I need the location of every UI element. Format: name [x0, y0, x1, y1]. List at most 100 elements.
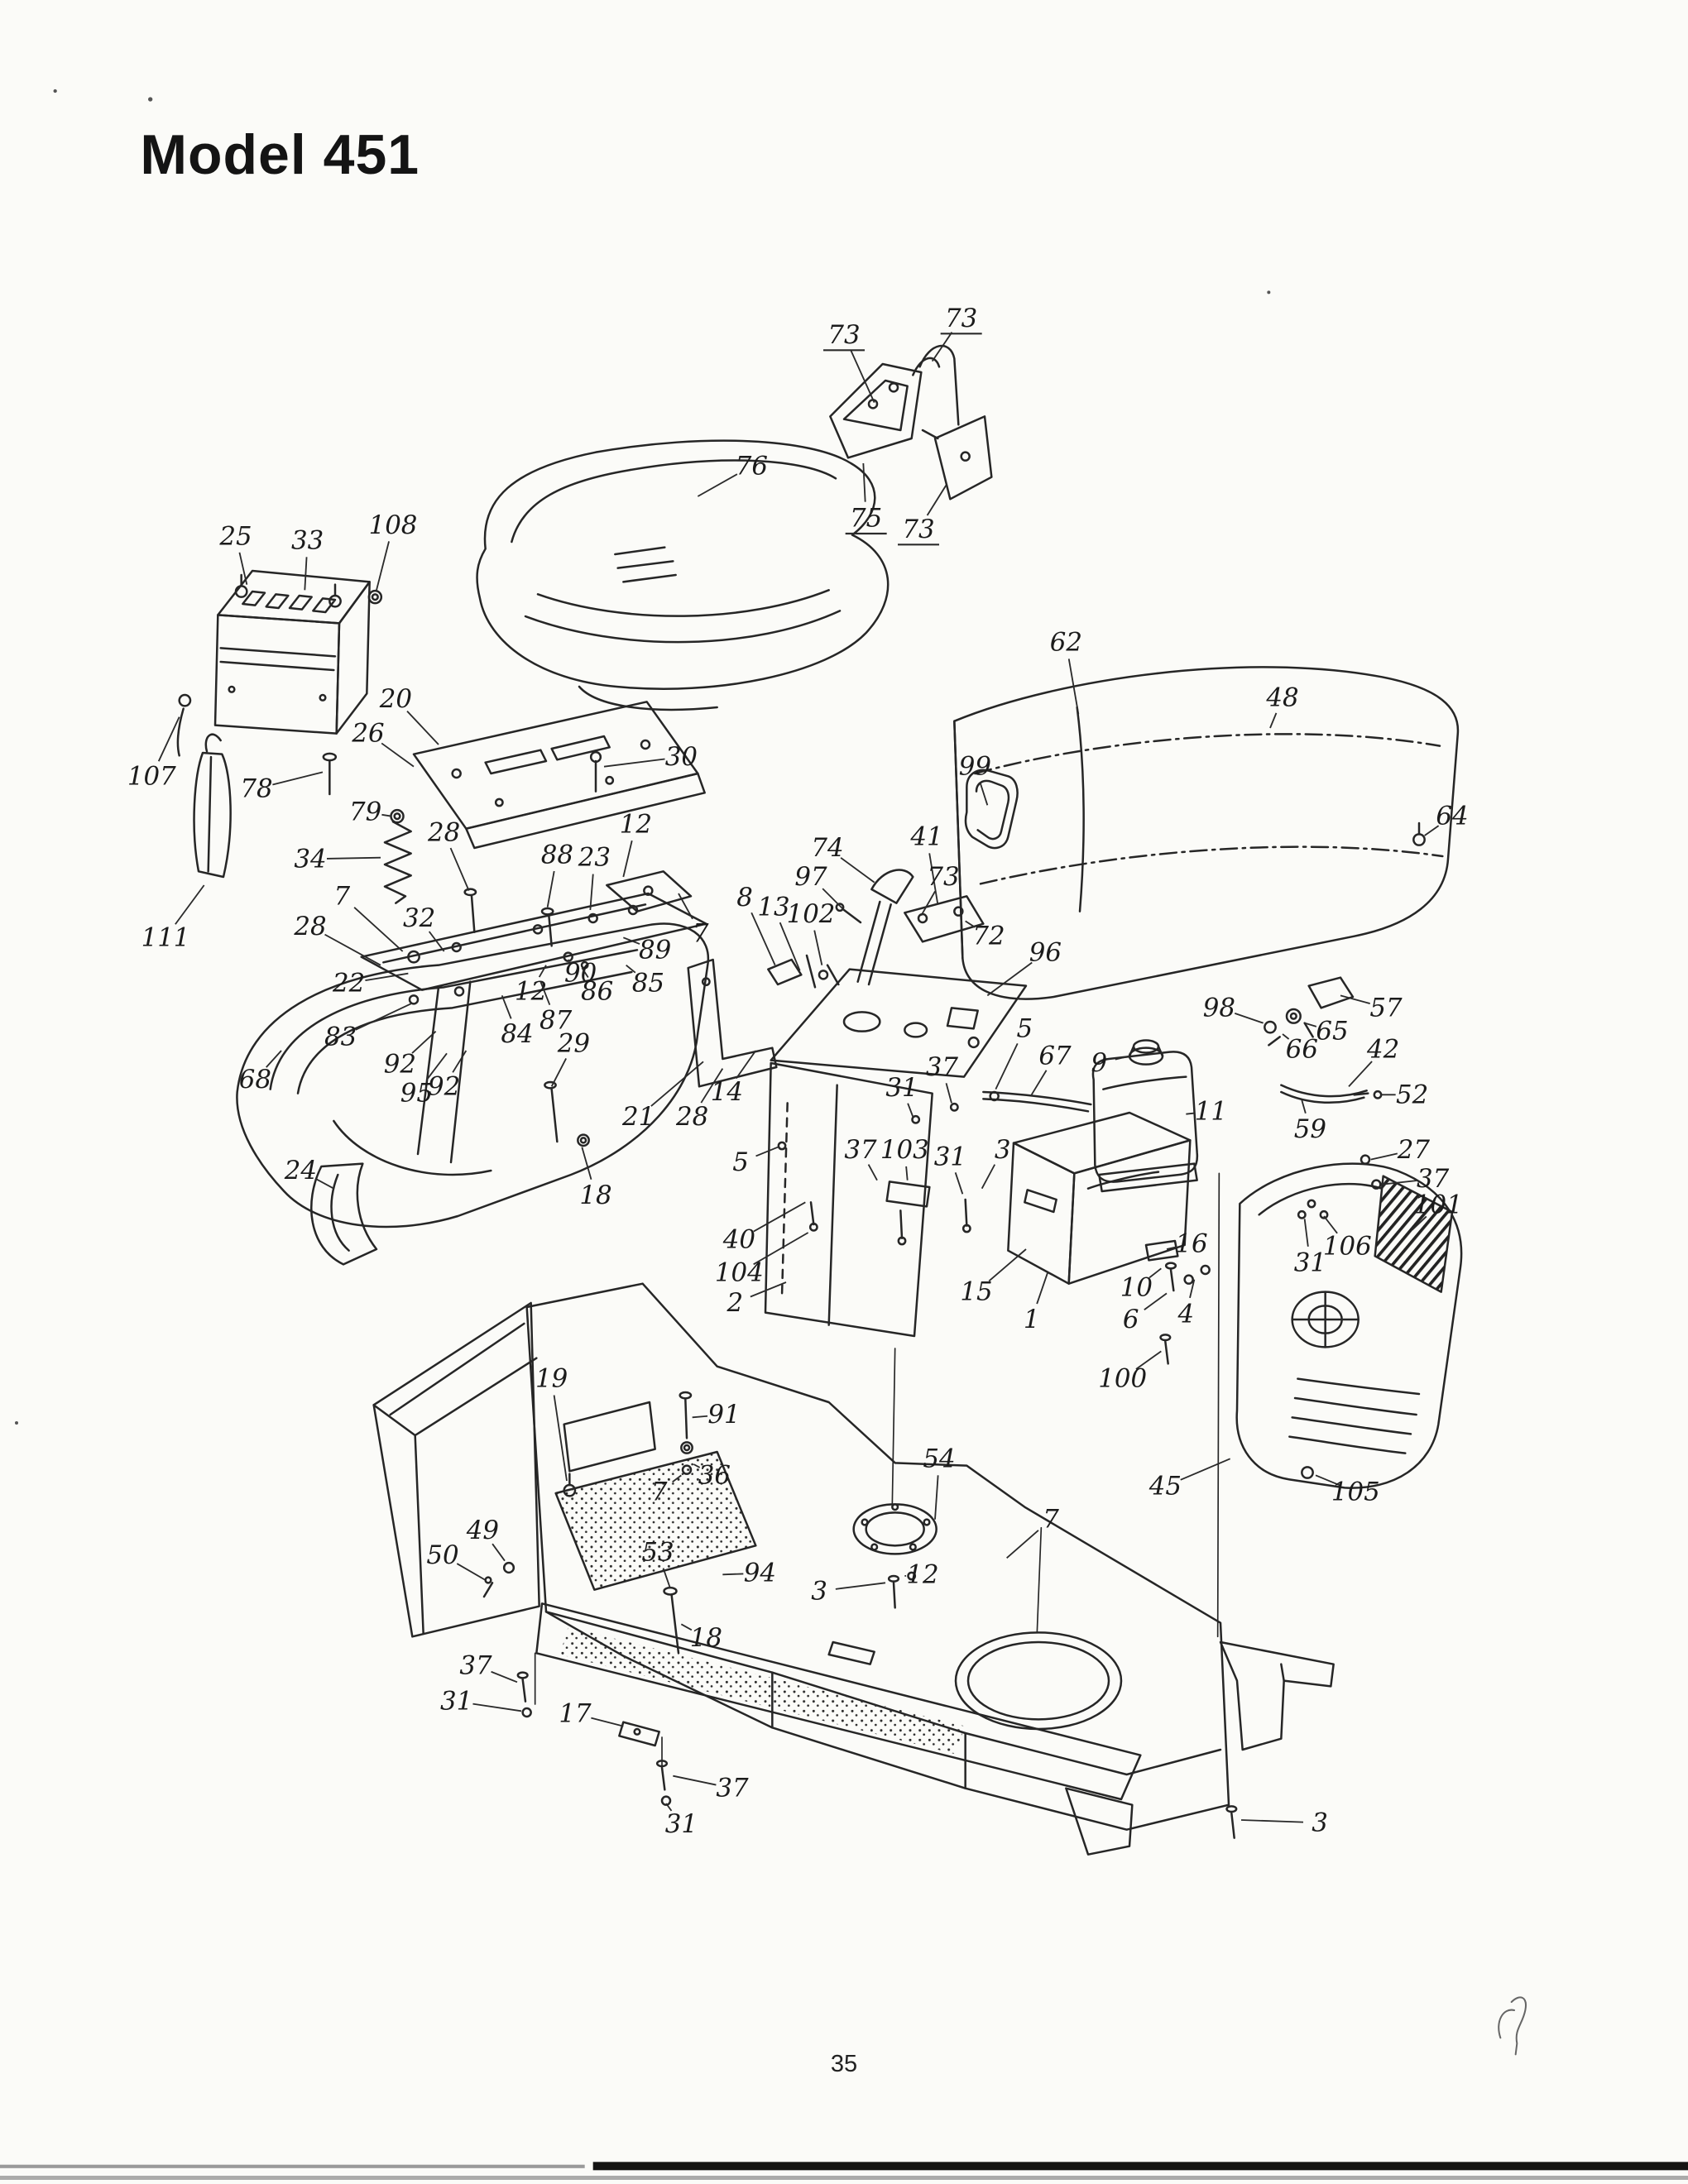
part-number-label: 73 — [927, 862, 959, 892]
callout-leader-line — [539, 981, 551, 1006]
part-number-label: 99 — [959, 752, 991, 782]
part-number-label: 100 — [1098, 1364, 1147, 1394]
callout-leader-line — [1030, 1070, 1048, 1095]
part-number-label: 73 — [827, 320, 860, 350]
callout-leader-line — [755, 1146, 779, 1157]
part-number-label: 18 — [579, 1181, 611, 1210]
part-number-label: 17 — [559, 1699, 592, 1729]
callout-leader-line — [546, 870, 555, 908]
callout-leader-line — [406, 710, 439, 745]
callout-leader-line — [965, 920, 976, 928]
part-number-label: 34 — [294, 844, 326, 874]
part-number-label: 12 — [515, 976, 547, 1006]
part-number-label: 90 — [564, 959, 597, 989]
part-number-label: 15 — [960, 1277, 992, 1307]
callout-leader-line — [381, 813, 392, 817]
callout-leader-line — [581, 1147, 592, 1181]
callout-leader-line — [920, 890, 936, 917]
callout-leader-line — [779, 922, 801, 971]
callout-leader-line — [1381, 1180, 1417, 1185]
callout-leader-line — [353, 907, 404, 952]
seat-bracket-illustration — [322, 701, 706, 850]
callout-leader-line — [750, 912, 776, 966]
part-number-label: 33 — [291, 525, 324, 555]
part-number-label: 9 — [1091, 1048, 1108, 1078]
hood-illustration — [953, 666, 1460, 1000]
part-number-label: 42 — [1366, 1034, 1399, 1064]
callout-leader-line — [1135, 1350, 1162, 1370]
callout-leader-line — [381, 742, 415, 768]
part-number-label: 73 — [945, 304, 977, 333]
callout-leader-line — [365, 972, 409, 982]
part-number-label: 3 — [995, 1135, 1011, 1165]
part-number-label: 65 — [1316, 1017, 1348, 1046]
callout-leader-line — [662, 1568, 671, 1589]
callout-leader-line — [1340, 994, 1370, 1004]
part-number-label: 88 — [541, 840, 573, 869]
callout-leader-line — [986, 961, 1033, 997]
callout-leader-line — [822, 888, 845, 911]
part-number-label: 19 — [535, 1364, 568, 1394]
part-number-label: 31 — [934, 1142, 966, 1171]
part-number-label: 29 — [557, 1029, 590, 1059]
callout-leader-line — [697, 473, 738, 497]
callout-leader-line — [926, 485, 947, 516]
callout-leader-line — [665, 1803, 673, 1812]
part-number-label: 32 — [403, 903, 435, 933]
callout-leader-line — [678, 893, 693, 920]
callout-leader-line — [272, 771, 324, 786]
callout-leader-line — [867, 1164, 878, 1181]
callout-leader-line — [928, 853, 939, 905]
callout-leader-line — [934, 1475, 939, 1520]
part-number-label: 79 — [349, 797, 381, 827]
callout-leader-line — [1303, 1219, 1309, 1247]
part-number-label: 74 — [811, 833, 843, 863]
steering-bracket-illustration — [767, 869, 985, 989]
callout-leader-line — [1315, 1474, 1341, 1487]
callout-leader-line — [722, 1573, 744, 1576]
callout-leader-line — [553, 1395, 568, 1482]
part-number-label: 6 — [1123, 1305, 1139, 1334]
battery-hold-down-illustration — [176, 693, 232, 879]
callout-leader-line — [581, 967, 589, 979]
part-number-label: 7 — [334, 881, 351, 911]
part-number-label: 21 — [621, 1102, 655, 1132]
part-number-label: 83 — [324, 1022, 357, 1051]
seat-spring-illustration — [383, 821, 412, 904]
callout-leader-line — [326, 856, 381, 860]
callout-leader-line — [1370, 1152, 1398, 1161]
callout-leader-line — [1036, 1271, 1049, 1305]
part-number-label: 111 — [141, 922, 190, 952]
callout-leader-line — [981, 1164, 996, 1190]
fender-illustration — [236, 922, 710, 1266]
part-number-label: 96 — [1029, 938, 1062, 968]
part-number-label: 14 — [711, 1077, 743, 1107]
callout-leader-line — [1282, 1033, 1290, 1040]
part-number-label: 98 — [1203, 993, 1235, 1023]
part-number-label: 28 — [675, 1102, 708, 1132]
part-number-label: 12 — [620, 810, 652, 840]
callout-leader-line — [626, 964, 636, 974]
part-number-label: 26 — [351, 719, 384, 749]
part-number-label: 94 — [744, 1559, 776, 1588]
part-number-label: 59 — [1294, 1114, 1326, 1144]
callout-leader-line — [1240, 1819, 1304, 1823]
part-number-label: 37 — [844, 1135, 877, 1165]
part-number-label: 78 — [240, 774, 272, 803]
callout-leader-line — [456, 1563, 487, 1581]
callout-leader-line — [931, 332, 953, 362]
part-number-label: 37 — [716, 1774, 749, 1803]
callout-leader-line — [452, 1050, 468, 1073]
part-number-label: 108 — [369, 510, 418, 540]
callout-leader-line — [411, 1030, 437, 1054]
part-number-label: 92 — [428, 1071, 460, 1101]
callout-leader-line — [1067, 659, 1080, 715]
part-number-label: 11 — [1195, 1096, 1227, 1126]
lower-running-board-illustration — [516, 1586, 1238, 1839]
part-number-label: 7 — [693, 918, 709, 948]
part-number-label: 104 — [715, 1257, 764, 1287]
callout-leader-line — [567, 959, 570, 962]
callout-leader-line — [304, 557, 308, 591]
